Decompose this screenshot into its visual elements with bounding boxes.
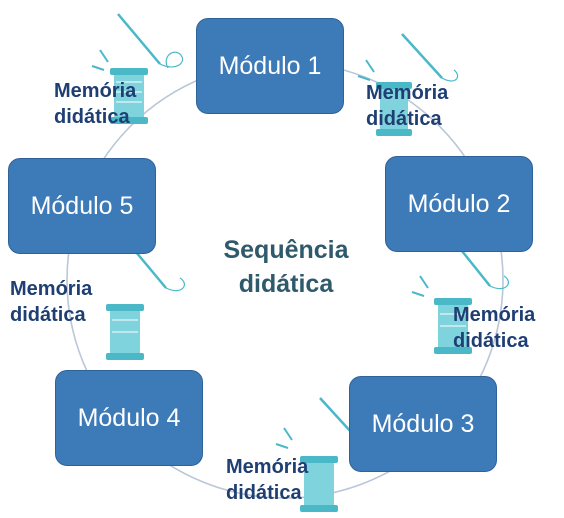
module-3-box: Módulo 3: [349, 376, 497, 472]
center-title: Sequência didática: [186, 234, 386, 302]
module-2-label: Módulo 2: [407, 189, 511, 218]
memory-label-line-1: Memória: [366, 82, 449, 104]
module-5-label: Módulo 5: [30, 191, 134, 220]
memory-label-line-1: Memória: [226, 456, 309, 478]
memory-label-line-2: didática: [453, 330, 529, 352]
module-3-label: Módulo 3: [371, 409, 475, 438]
module-2-box: Módulo 2: [385, 156, 533, 252]
memory-label-line-2: didática: [366, 108, 442, 130]
memory-label-2: Memória didática: [366, 80, 448, 132]
module-4-box: Módulo 4: [55, 370, 203, 466]
memory-label-line-2: didática: [10, 304, 86, 326]
thread-spool-needle-icon: [91, 13, 184, 124]
center-title-line-1: Sequência: [223, 236, 349, 264]
module-5-box: Módulo 5: [8, 158, 156, 254]
module-1-label: Módulo 1: [218, 51, 322, 80]
memory-label-3: Memória didática: [453, 302, 535, 354]
memory-label-line-2: didática: [54, 106, 130, 128]
memory-label-line-2: didática: [226, 482, 302, 504]
memory-label-line-1: Memória: [54, 80, 137, 102]
memory-label-line-1: Memória: [453, 304, 536, 326]
thread-spool-needle-icon: [357, 33, 459, 136]
memory-label-4: Memória didática: [226, 454, 308, 506]
memory-label-5: Memória didática: [10, 276, 92, 328]
center-title-line-2: didática: [238, 269, 334, 298]
memory-label-1: Memória didática: [54, 78, 136, 130]
thread-spool-needle-icon: [106, 239, 185, 360]
module-1-box: Módulo 1: [196, 18, 344, 114]
module-4-label: Módulo 4: [77, 403, 181, 432]
memory-label-line-1: Memória: [10, 278, 93, 300]
thread-spool-needle-icon: [411, 235, 509, 354]
